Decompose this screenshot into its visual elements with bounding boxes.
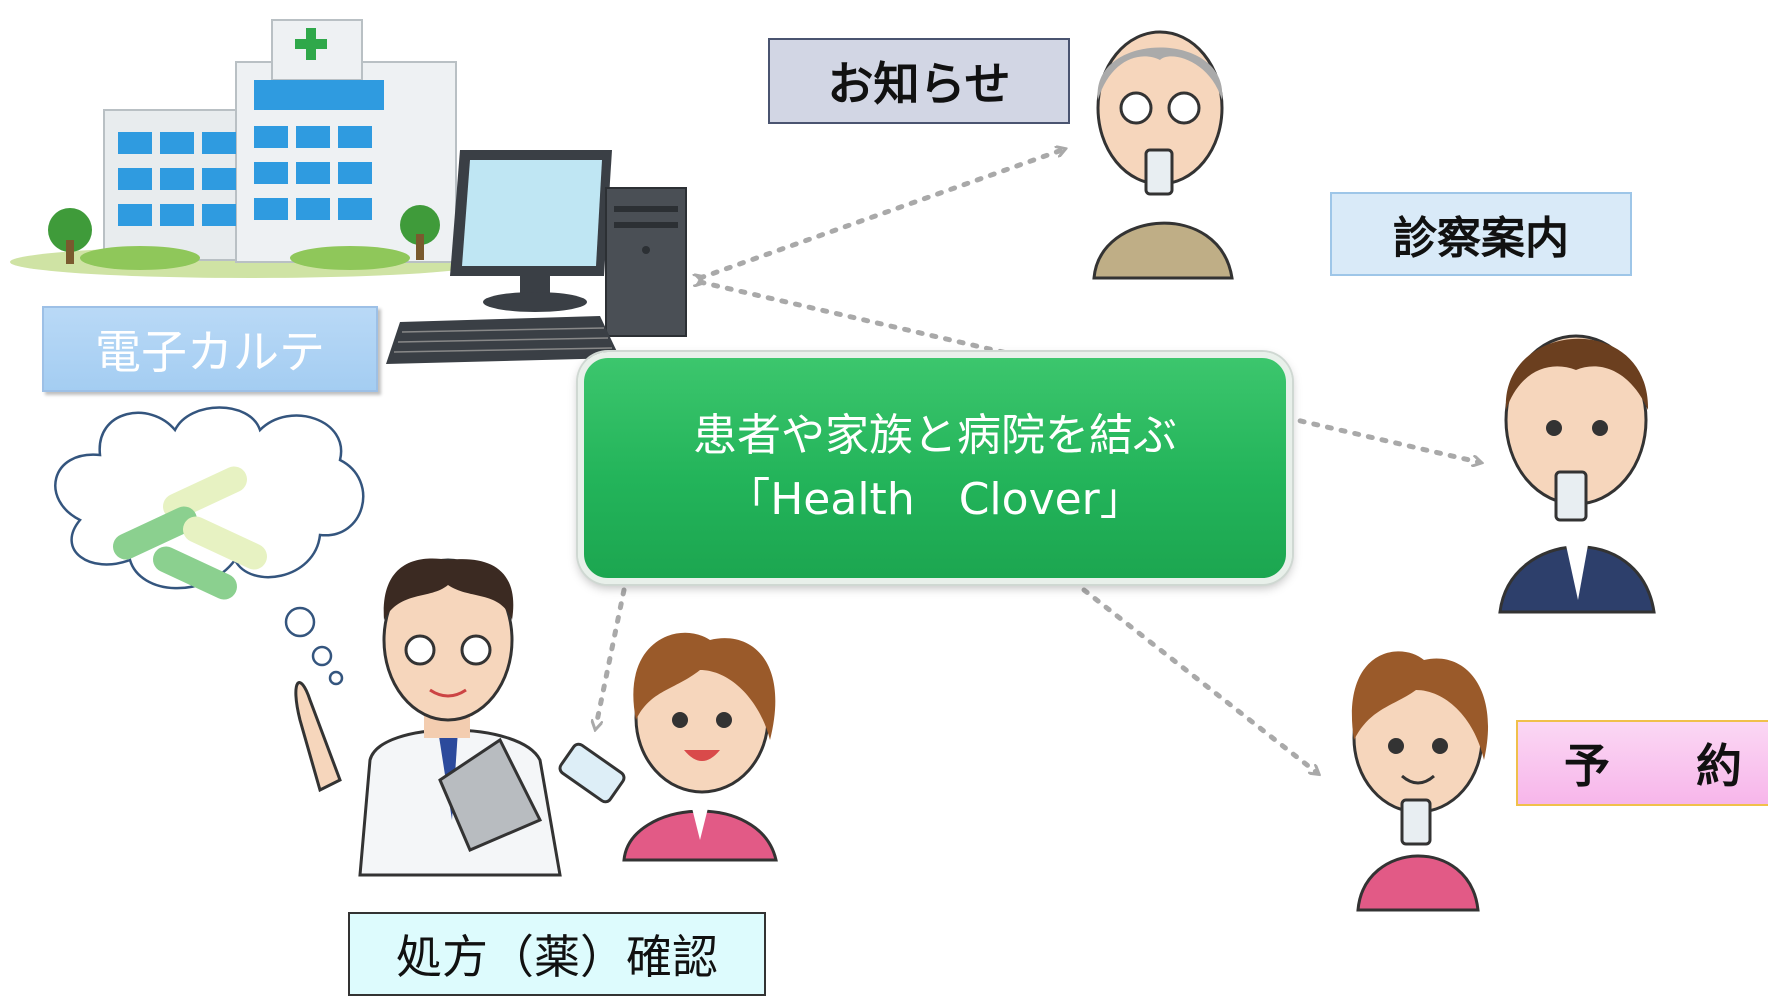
center-title-line1: 患者や家族と病院を結ぶ bbox=[693, 410, 1177, 461]
female-patient-illustration bbox=[558, 632, 778, 862]
reservation-label-char2: 約 bbox=[1696, 739, 1742, 793]
consultation-guide-label: 診察案内 bbox=[1330, 192, 1632, 276]
arrow-to-female-right bbox=[1081, 587, 1316, 772]
doctor-illustration bbox=[294, 558, 562, 877]
notice-label: お知らせ bbox=[768, 38, 1070, 124]
center-title-line2: 「Health Clover」 bbox=[726, 474, 1144, 525]
reservation-label-char1: 予 bbox=[1564, 739, 1610, 793]
capsule-icon bbox=[112, 466, 268, 600]
reservation-label: 予 約 bbox=[1516, 720, 1768, 806]
young-man-illustration bbox=[1498, 334, 1656, 614]
center-title-box: 患者や家族と病院を結ぶ 「Health Clover」 bbox=[578, 352, 1292, 584]
arrow-to-notice bbox=[700, 150, 1062, 278]
arrow-to-prescription bbox=[596, 587, 627, 726]
computer-illustration bbox=[386, 150, 687, 364]
prescription-check-label: 処方（薬）確認 bbox=[348, 912, 766, 996]
female-patient-right-illustration bbox=[1351, 651, 1489, 912]
arrows bbox=[596, 150, 1478, 772]
elderly-man-illustration bbox=[1092, 30, 1234, 280]
electronic-medical-record-label: 電子カルテ bbox=[42, 306, 378, 392]
thought-cloud bbox=[54, 406, 365, 686]
hospital-illustration bbox=[10, 19, 490, 278]
